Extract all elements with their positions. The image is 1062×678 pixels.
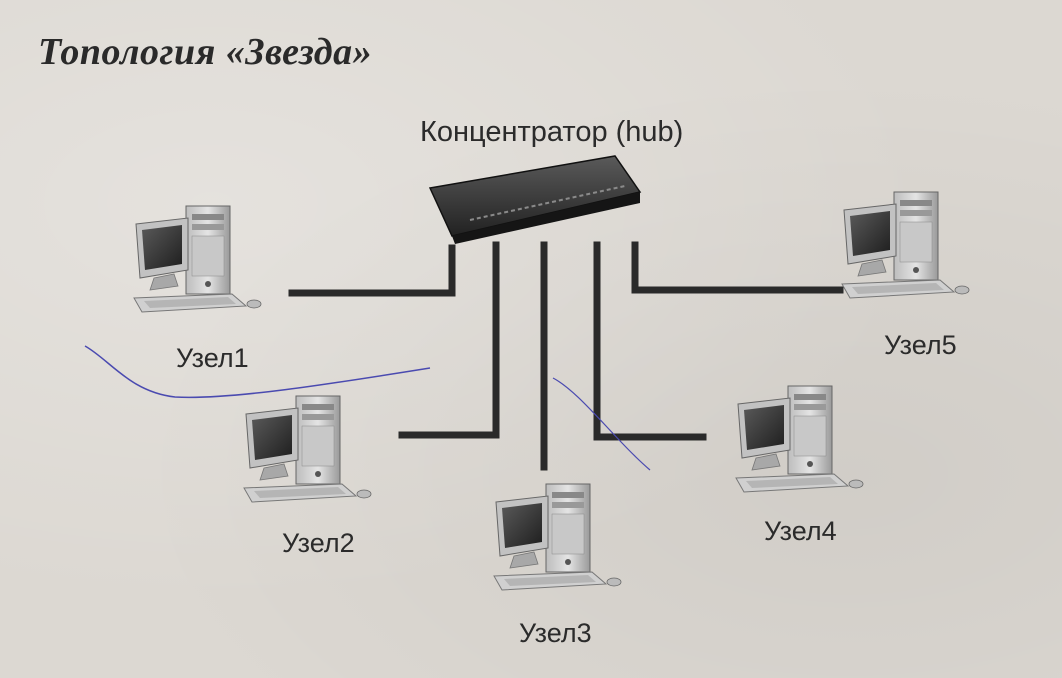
node-label-4: Узел4	[764, 516, 837, 546]
node-label-3: Узел3	[519, 618, 592, 648]
hub-device	[428, 155, 642, 244]
node-label-5: Узел5	[884, 330, 957, 360]
cable-node1	[288, 244, 456, 297]
hub-label: Концентратор (hub)	[420, 116, 684, 148]
cables	[288, 241, 844, 471]
computer-node1-icon	[133, 205, 262, 313]
computer-node2-icon	[243, 395, 372, 503]
node-label-2: Узел2	[282, 528, 355, 558]
cable-node2	[398, 241, 500, 439]
diagram-title: Топология «Звезда»	[38, 31, 373, 73]
computer-node3-icon	[493, 483, 622, 591]
node-label-1: Узел1	[176, 343, 249, 373]
computer-node4-icon	[735, 385, 864, 493]
cable-node4	[593, 241, 707, 441]
computer-node5-icon	[841, 191, 970, 299]
pen-mark-2	[552, 377, 651, 471]
pen-mark-1	[84, 345, 431, 399]
cable-node5	[631, 241, 844, 294]
